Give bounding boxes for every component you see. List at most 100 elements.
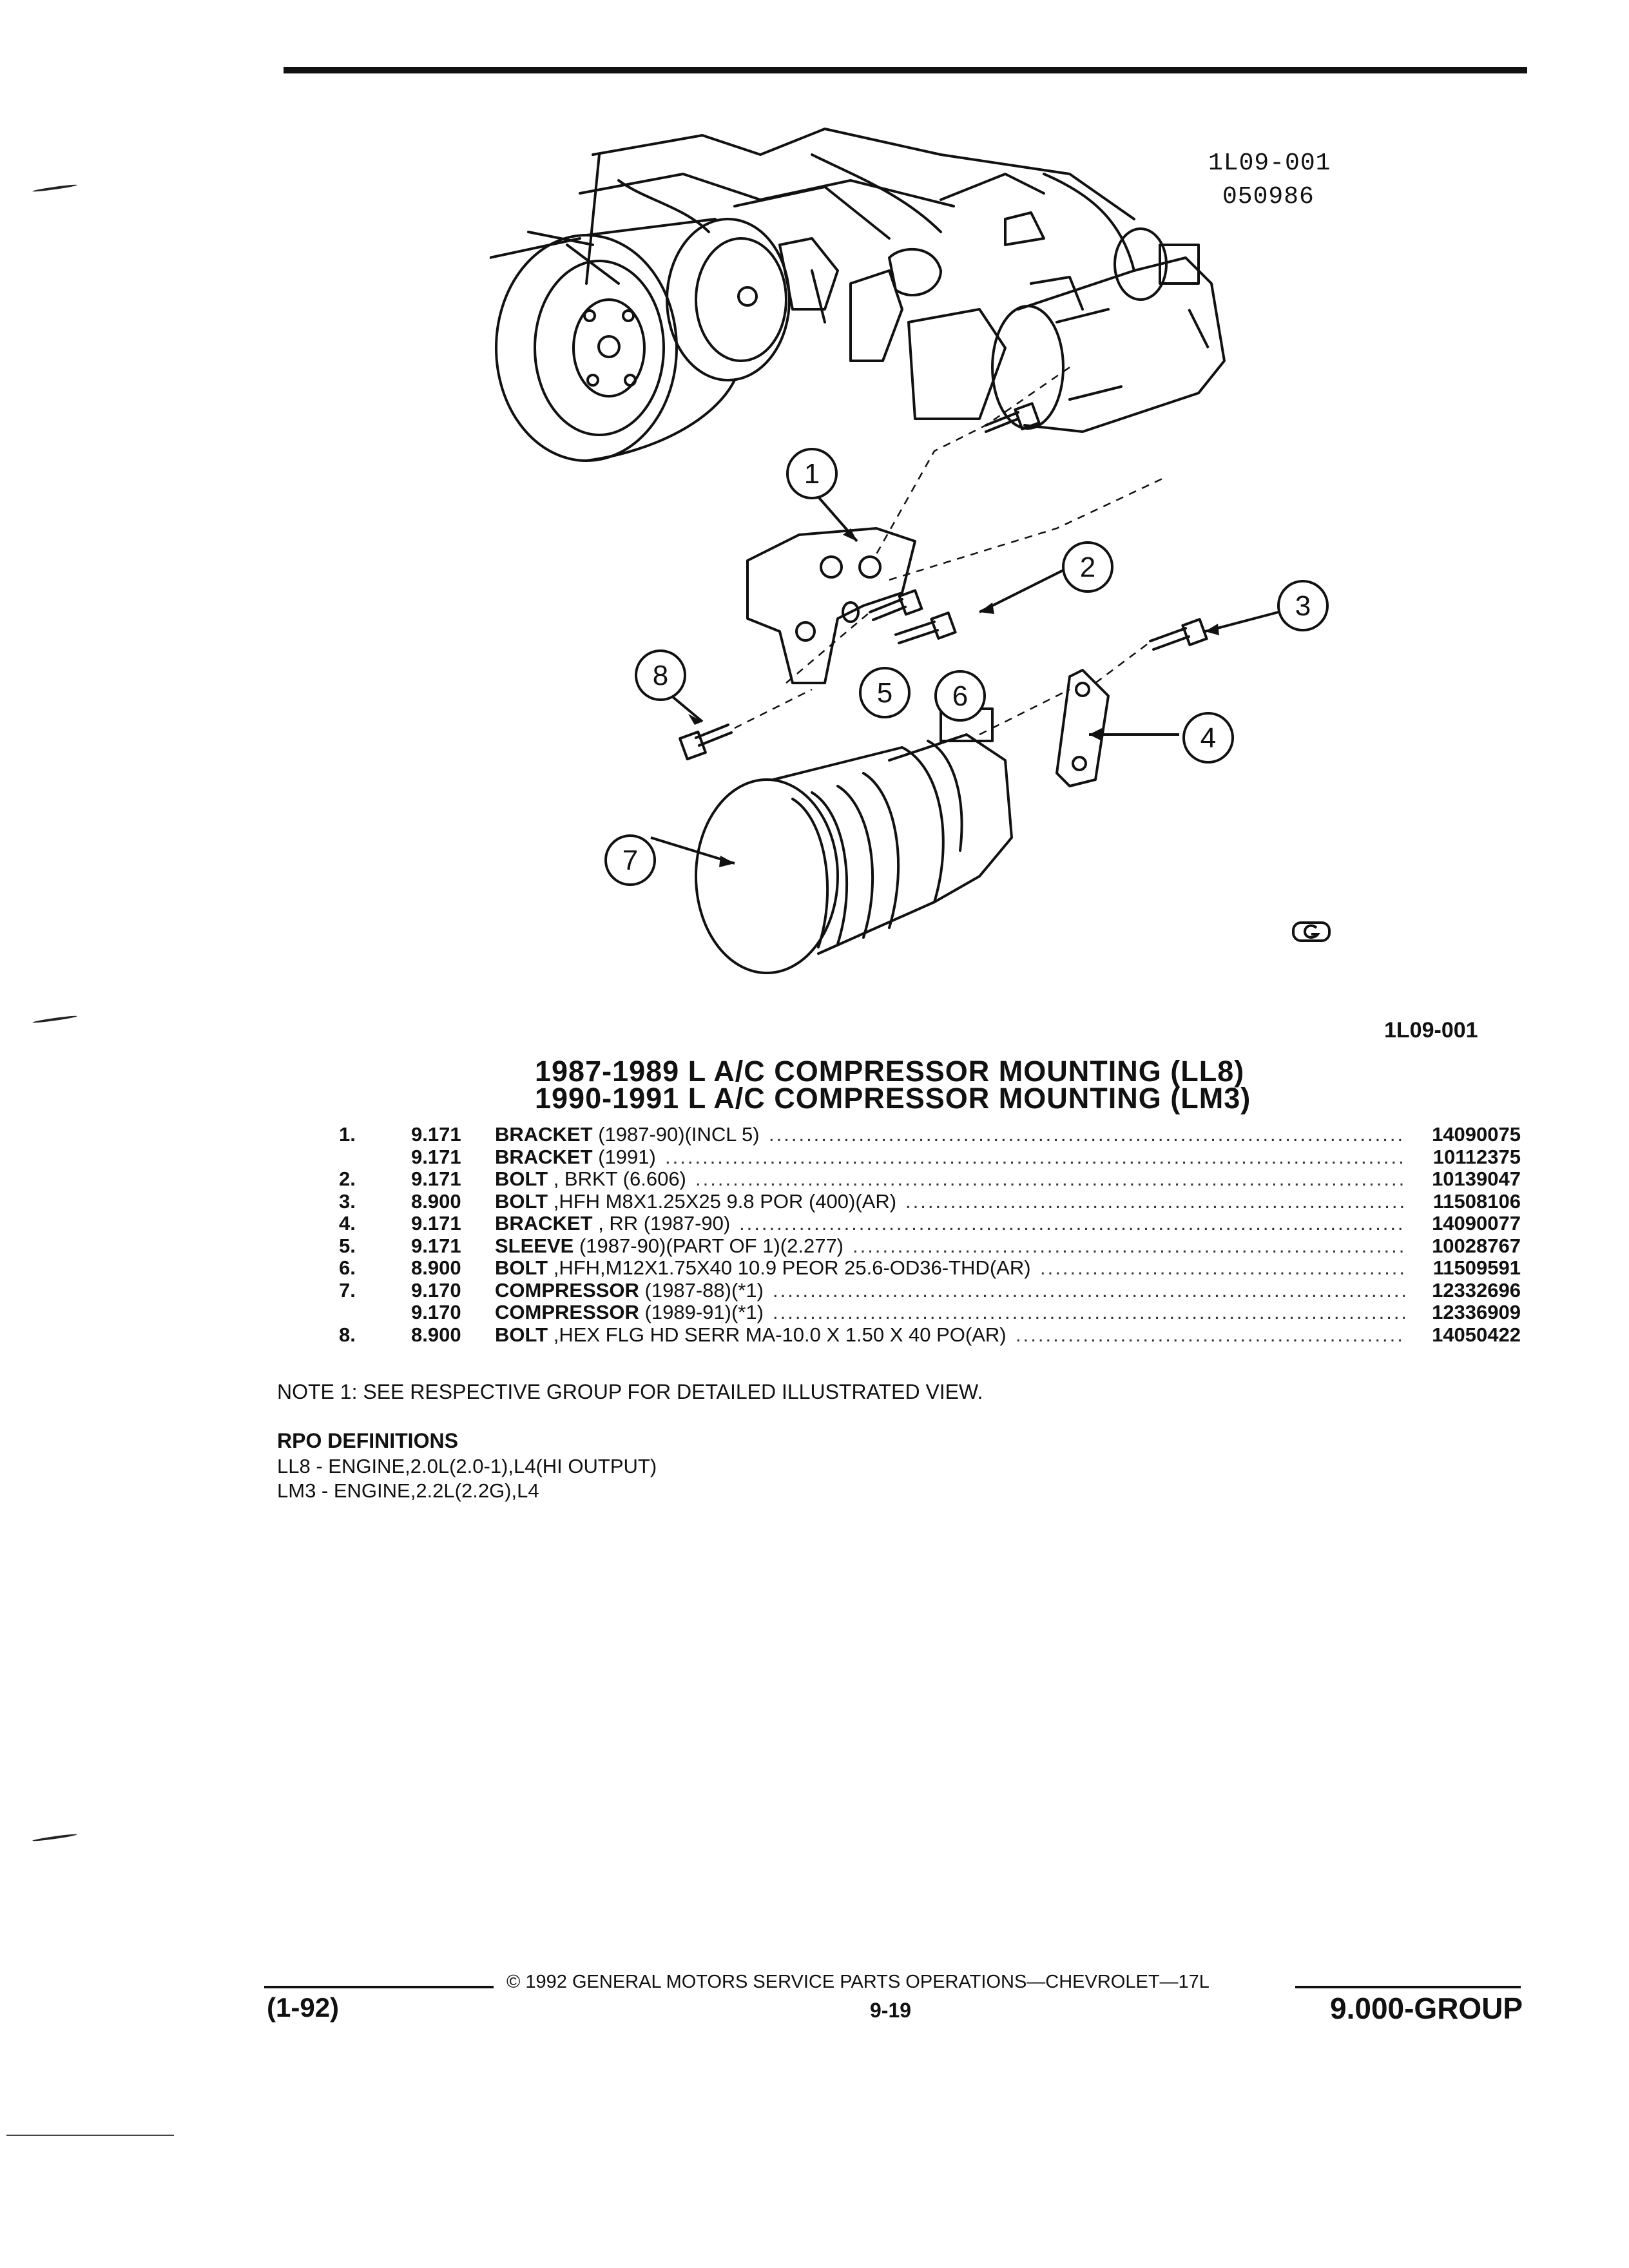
footer-rule-right [1295,1986,1521,1988]
rpo-heading: RPO DEFINITIONS [277,1429,458,1452]
item-number: 4. [339,1212,356,1235]
part-number: 10028767 [1427,1235,1521,1257]
part-number: 10139047 [1427,1168,1521,1191]
figure-code: 1L09-001 050986 [1208,147,1331,214]
part-description: BRACKET (1991) [495,1146,656,1169]
part-number: 12336909 [1427,1301,1521,1324]
part-number: 14090077 [1427,1212,1521,1235]
part-qualifier: (1987-90)(INCL 5) [598,1123,760,1146]
rear-bracket [1055,669,1110,787]
gm-logo-icon [1292,921,1331,942]
dot-leader: ........................................… [773,1279,1405,1302]
part-description: BRACKET (1987-90)(INCL 5) [495,1123,760,1146]
parts-row: 6. 8.900 BOLT ,HFH,M12X1.75X40 10.9 PEOR 2… [316,1256,1521,1280]
sleeve-5 [842,601,860,623]
engine-block [527,128,1135,420]
part-name: COMPRESSOR [495,1278,639,1302]
footer-rule-left [264,1986,494,1988]
part-number: 10112375 [1427,1146,1521,1168]
water-pump-pulley [666,218,791,381]
callout-5: 5 [877,677,892,709]
part-qualifier: ,HFH M8X1.25X25 9.8 POR (400)(AR) [553,1189,897,1213]
part-qualifier: ,HFH,M12X1.75X40 10.9 PEOR 25.6-OD36-THD… [553,1256,1031,1279]
title-line: 1987-1989 L A/C COMPRESSOR MOUNTING (LL8… [535,1055,1245,1088]
front-bracket [746,527,916,684]
item-number: 6. [339,1256,356,1279]
dot-leader: ........................................… [695,1168,1405,1190]
callout-4: 4 [1200,722,1216,754]
part-qualifier: , RR (1987-90) [598,1212,731,1235]
part-qualifier: (1989-91)(*1) [644,1301,764,1323]
dot-leader: ........................................… [665,1146,1405,1168]
part-description: COMPRESSOR (1989-91)(*1) [495,1301,764,1324]
group-number: 9.171 [411,1168,461,1190]
part-number: 12332696 [1427,1279,1521,1302]
callout-1: 1 [804,458,820,490]
group-number: 9.170 [411,1301,461,1323]
part-description: BOLT , BRKT (6.606) [495,1168,686,1191]
copyright: © 1992 GENERAL MOTORS SERVICE PARTS OPER… [506,1972,1210,1992]
dot-leader: ........................................… [853,1235,1405,1257]
margin-mark [32,184,77,193]
margin-rule [6,2135,174,2136]
part-qualifier: (1987-88)(*1) [644,1278,764,1302]
callout-6: 6 [952,680,968,712]
part-name: BOLT [495,1256,548,1279]
dot-leader: ........................................… [1016,1323,1405,1346]
item-number: 8. [339,1323,356,1346]
item-number: 1. [339,1123,356,1146]
callout-3: 3 [1295,590,1311,622]
title-line: 1990-1991 L A/C COMPRESSOR MOUNTING (LM3… [535,1082,1251,1115]
starter-motor [991,227,1226,433]
part-qualifier: (1991) [598,1145,656,1168]
part-description: SLEEVE (1987-90)(PART OF 1)(2.277) [495,1235,843,1258]
part-qualifier: (1987-90)(PART OF 1)(2.277) [579,1234,844,1257]
figure-reference: 1L09-001 [1384,1018,1478,1043]
margin-mark [32,1015,77,1024]
crank-pulley [495,234,678,462]
part-qualifier: , BRKT (6.606) [553,1168,686,1190]
group-number: 9.171 [411,1234,461,1257]
part-description: BOLT ,HEX FLG HD SERR MA-10.0 X 1.50 X 4… [495,1323,1007,1347]
item-number: 7. [339,1278,356,1302]
item-number: 5. [339,1234,356,1257]
group-number: 9.171 [411,1212,461,1235]
part-description: BOLT ,HFH,M12X1.75X40 10.9 PEOR 25.6-OD3… [495,1256,1031,1280]
rpo-definition: LL8 - ENGINE,2.0L(2.0-1),L4(HI OUTPUT) [277,1455,657,1477]
part-description: BRACKET , RR (1987-90) [495,1212,731,1235]
part-description: BOLT ,HFH M8X1.25X25 9.8 POR (400)(AR) [495,1189,897,1213]
bolt-8 [679,724,733,761]
bolt-2-upper [985,402,1041,433]
note: NOTE 1: SEE RESPECTIVE GROUP FOR DETAILE… [277,1380,983,1403]
part-name: BOLT [495,1189,548,1213]
group-label: 9.000-GROUP [1330,1992,1523,2025]
group-number: 8.900 [411,1323,461,1346]
margin-mark [32,1833,77,1842]
dot-leader: ........................................… [905,1190,1405,1213]
callout-8: 8 [653,660,668,691]
part-number: 11509591 [1427,1256,1521,1280]
dot-leader: ........................................… [773,1302,1405,1323]
group-number: 8.900 [411,1256,461,1279]
parts-row: 7. 9.170 COMPRESSOR (1987-88)(*1).........… [316,1278,1521,1302]
item-number: 2. [339,1168,356,1190]
parts-row: 8. 8.900 BOLT ,HEX FLG HD SERR MA-10.0 X 1… [316,1323,1521,1347]
group-number: 9.170 [411,1278,461,1302]
parts-row: 5. 9.171 SLEEVE (1987-90)(PART OF 1)(2.277… [316,1234,1521,1258]
rpo-definition: LM3 - ENGINE,2.2L(2.2G),L4 [277,1479,539,1502]
parts-row: 2. 9.171 BOLT , BRKT (6.606)..............… [316,1168,1521,1191]
group-number: 9.171 [411,1145,461,1168]
bolt-3 [1149,618,1208,651]
parts-row: 9.170 COMPRESSOR (1989-91)(*1)...........… [316,1301,1521,1324]
callout-2: 2 [1080,552,1095,583]
exploded-view-illustration: 1 2 3 4 5 6 7 8 [490,128,1329,974]
parts-list: 1. 9.171 BRACKET (1987-90)(INCL 5)........… [316,1123,1521,1347]
figure-code-line: 050986 [1222,183,1315,211]
page-title: 1987-1989 L A/C COMPRESSOR MOUNTING (LL8… [535,1055,1269,1115]
part-name: BOLT [495,1168,548,1190]
item-number: 3. [339,1189,356,1213]
part-name: BOLT [495,1323,548,1346]
